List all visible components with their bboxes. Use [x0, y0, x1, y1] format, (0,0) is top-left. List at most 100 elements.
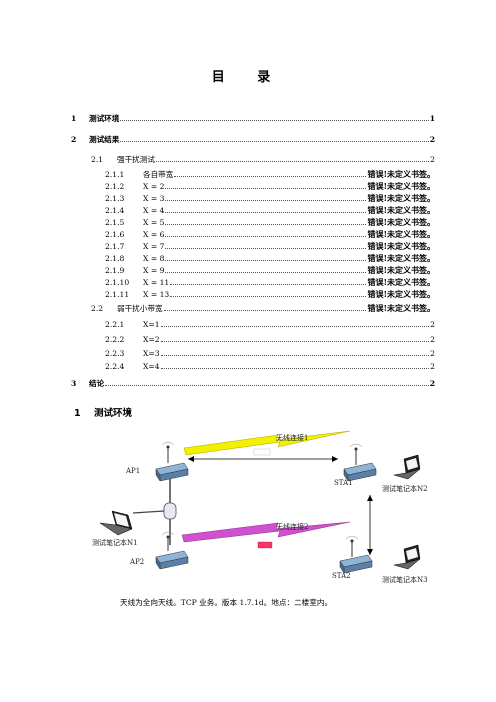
- toc-page: 2: [430, 349, 435, 358]
- toc-number: 2.1.3: [105, 194, 125, 203]
- toc-leader: [160, 340, 430, 342]
- toc-number: 2.1.5: [105, 218, 125, 227]
- toc-page: 2: [430, 155, 435, 164]
- wireless-link-1: [183, 430, 351, 456]
- toc-title: X = 6: [143, 230, 165, 239]
- toc-entry[interactable]: 1 测试环境 1: [71, 114, 435, 123]
- network-diagram: 无线连接1 无线连接2 AP1 AP2 STA1 STA2 测试笔记本N1 测试…: [92, 430, 428, 584]
- hub-icon: [163, 502, 177, 520]
- toc-leader: [165, 187, 367, 189]
- toc-leader: [155, 160, 430, 162]
- toc-leader: [120, 140, 429, 142]
- ap2-label: AP2: [129, 558, 144, 566]
- toc-title: X = 9: [143, 266, 165, 275]
- toc-number: 2.1.1: [105, 170, 125, 179]
- toc-leader: [165, 247, 367, 249]
- laptop-n3-icon: [393, 544, 421, 570]
- toc-page: 2: [430, 335, 435, 344]
- toc-page: 2: [430, 320, 435, 329]
- toc-title: X=1: [143, 320, 160, 329]
- toc-title: 测试结果: [89, 135, 120, 144]
- sta2-icon: [339, 535, 373, 574]
- laptop-n1-label: 测试笔记本N1: [92, 538, 138, 547]
- toc-page: 错误!未定义书签。: [367, 289, 435, 299]
- toc-page: 错误!未定义书签。: [367, 217, 435, 227]
- link1-label: 无线连接1: [276, 433, 308, 442]
- toc-page: 错误!未定义书签。: [367, 229, 435, 239]
- toc-number: 2.2: [91, 304, 104, 313]
- toc-number: 1: [71, 114, 77, 123]
- toc-title: 测试环境: [89, 114, 120, 123]
- toc-leader: [105, 384, 429, 386]
- toc-number: 2.1.10: [105, 278, 130, 287]
- toc-number: 2.1: [91, 155, 104, 164]
- toc-title: 各自带宽: [143, 170, 174, 179]
- toc-entry[interactable]: 2.2.3 X=3 2: [105, 349, 435, 358]
- caption: 天线为全向天线。TCP 业务。版本 1.7.1d。地点：二楼室内。: [120, 598, 333, 607]
- toc-number: 2.1.11: [105, 290, 130, 299]
- toc-page: 1: [429, 114, 435, 123]
- toc-page: 错误!未定义书签。: [367, 181, 435, 191]
- toc-number: 2.1.4: [105, 206, 125, 215]
- toc-entry[interactable]: 2.1.6 X = 6 错误!未定义书签。: [105, 229, 435, 240]
- toc-entry[interactable]: 2.1.8 X = 8 错误!未定义书签。: [105, 253, 435, 264]
- toc-number: 2.2.2: [105, 335, 125, 344]
- toc-leader: [165, 271, 367, 273]
- toc-number: 2.1.6: [105, 230, 125, 239]
- toc-leader: [160, 325, 430, 327]
- toc-page: 2: [429, 135, 435, 144]
- toc-entry[interactable]: 2 测试结果 2: [71, 135, 435, 144]
- toc-page: 2: [429, 379, 435, 388]
- link1-tag: [253, 448, 271, 456]
- toc-leader: [160, 367, 430, 369]
- toc-number: 2: [71, 135, 77, 144]
- ap1-label: AP1: [125, 467, 140, 475]
- toc-page: 错误!未定义书签。: [367, 253, 435, 263]
- sta1-icon: [343, 443, 377, 482]
- toc-title: X=3: [143, 349, 160, 358]
- toc-entry[interactable]: 2.1.7 X = 7 错误!未定义书签。: [105, 241, 435, 252]
- toc-page: 错误!未定义书签。: [367, 265, 435, 275]
- laptop-n1-icon: [99, 510, 133, 536]
- toc-entry[interactable]: 2.1.5 X = 5 错误!未定义书签。: [105, 217, 435, 228]
- toc-leader: [165, 199, 367, 201]
- ap2-icon: [155, 531, 189, 570]
- toc-leader: [165, 223, 367, 225]
- toc-number: 2.1.2: [105, 182, 125, 191]
- toc-title: X = 5: [143, 218, 165, 227]
- toc-title: X = 7: [143, 242, 165, 251]
- toc-title: X = 8: [143, 254, 165, 263]
- toc-leader: [170, 295, 367, 297]
- laptop-n2-icon: [393, 454, 421, 480]
- toc-leader: [174, 175, 367, 177]
- section-title: 测试环境: [94, 408, 133, 419]
- toc-number: 2.2.4: [105, 362, 125, 371]
- laptop-n2-label: 测试笔记本N2: [382, 484, 428, 493]
- toc-leader: [163, 309, 367, 311]
- toc-page: 错误!未定义书签。: [367, 241, 435, 251]
- toc-title: X=4: [143, 362, 160, 371]
- toc-page: 错误!未定义书签。: [367, 193, 435, 203]
- toc-page: 错误!未定义书签。: [367, 303, 435, 313]
- toc-title: X = 4: [143, 206, 165, 215]
- toc-number: 2.1.7: [105, 242, 125, 251]
- link2-tag: [257, 541, 273, 549]
- toc-number: 2.2.3: [105, 349, 125, 358]
- laptop-n3-label: 测试笔记本N3: [382, 575, 428, 584]
- link2-label: 无线连接2: [276, 522, 308, 531]
- toc-number: 2.1.8: [105, 254, 125, 263]
